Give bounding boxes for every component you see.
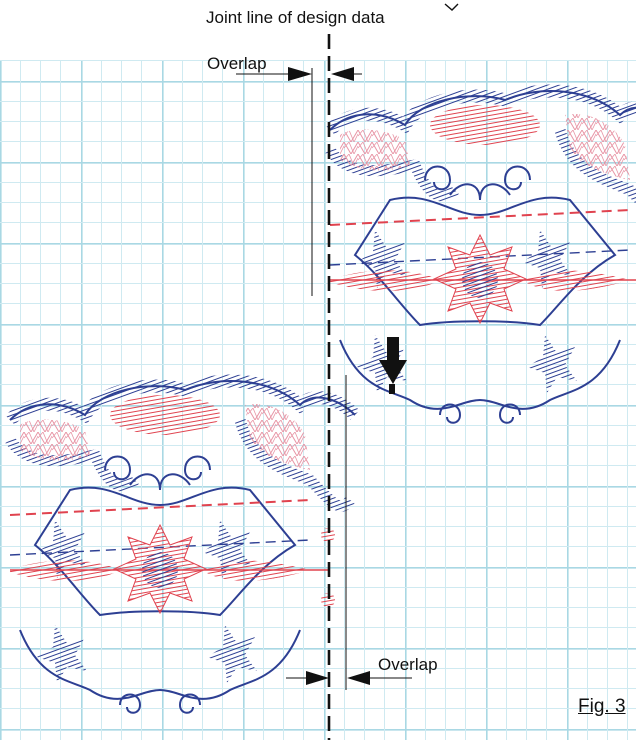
joint-line-label: Joint line of design data — [206, 8, 385, 28]
figure-caption: Fig. 3 — [578, 696, 626, 718]
overlap-label-top: Overlap — [207, 54, 267, 74]
overlap-label-bottom: Overlap — [378, 655, 438, 675]
